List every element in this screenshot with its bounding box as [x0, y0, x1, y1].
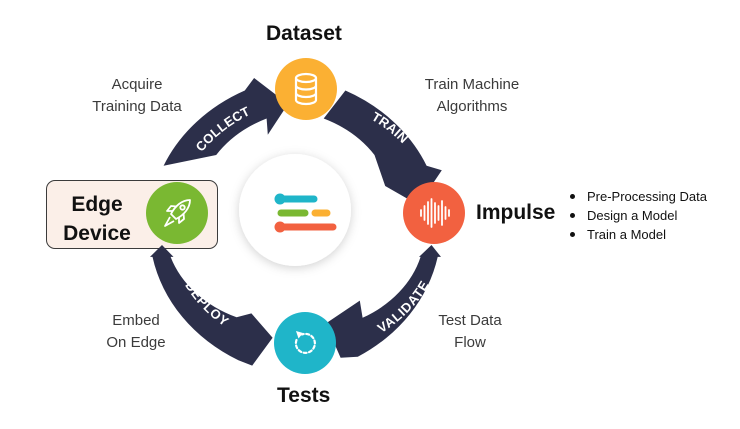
- train-arrow: [323, 90, 442, 205]
- impulse-step: Pre-Processing Data: [570, 187, 707, 207]
- dataset-node: [275, 58, 337, 120]
- validate-description: Test Data Flow: [420, 310, 520, 354]
- impulse-node: [403, 182, 465, 244]
- bullet-icon: [570, 232, 575, 238]
- bullet-icon: [570, 213, 575, 219]
- edge-device-node: [146, 182, 208, 244]
- train-description-line1: Train Machine: [424, 76, 520, 93]
- collect-description-line2: Training Data: [92, 98, 182, 115]
- train-description-line2: Algorithms: [436, 98, 508, 115]
- train-description: Train Machine Algorithms: [413, 74, 531, 118]
- tests-node: [274, 312, 336, 374]
- validate-arrow: [325, 245, 441, 358]
- impulse-title: Impulse: [476, 201, 556, 224]
- deploy-description-line2: On Edge: [106, 334, 166, 351]
- deploy-arrow: [150, 245, 273, 366]
- bullet-icon: [570, 194, 575, 200]
- database-icon: [294, 72, 318, 106]
- edge-impulse-logo-icon: [274, 193, 337, 233]
- collect-description-line1: Acquire: [111, 76, 163, 93]
- edge-device-title-line1: Edge: [71, 193, 123, 216]
- impulse-step-text: Train a Model: [587, 227, 666, 242]
- deploy-description-line1: Embed: [112, 312, 160, 329]
- rocket-icon: [164, 199, 191, 227]
- collect-description: Acquire Training Data: [78, 74, 196, 118]
- tests-title: Tests: [277, 384, 331, 407]
- edge-device-title-line2: Device: [63, 222, 131, 245]
- collect-arrow: [163, 78, 288, 166]
- soundwave-icon: [420, 198, 450, 228]
- impulse-step: Design a Model: [570, 206, 677, 226]
- deploy-description: Embed On Edge: [96, 310, 176, 354]
- refresh-icon: [294, 331, 316, 354]
- impulse-step: Train a Model: [570, 225, 666, 245]
- validate-description-line1: Test Data: [438, 312, 502, 329]
- validate-description-line2: Flow: [454, 334, 486, 351]
- dataset-title: Dataset: [266, 22, 342, 45]
- impulse-step-text: Design a Model: [587, 208, 678, 223]
- impulse-step-text: Pre-Processing Data: [587, 189, 707, 204]
